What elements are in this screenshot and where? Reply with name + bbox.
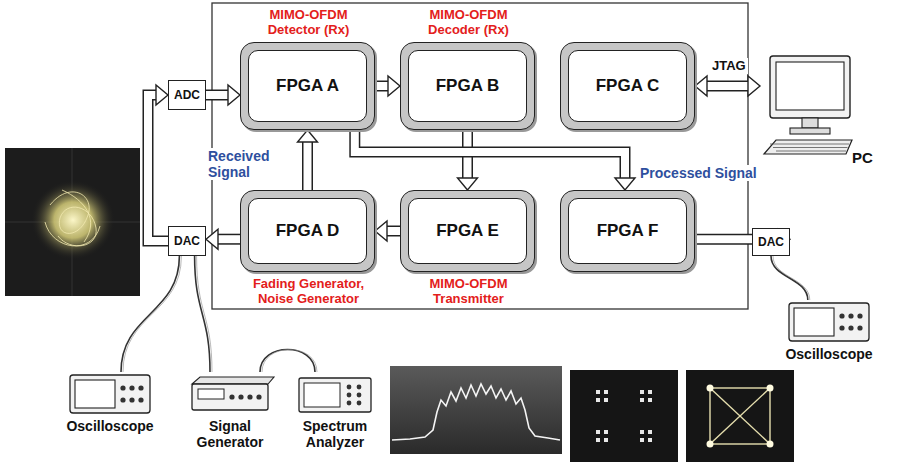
fpga-board: FPGA BMIMO-OFDM Decoder (Rx) [400,42,535,130]
instrument-node: Oscilloscope [776,300,882,380]
converter-box: DAC [752,228,790,256]
signal-arrow [458,130,478,190]
gen-icon [180,372,280,416]
signal-arrow [375,76,400,96]
spectrum-photo [390,366,562,454]
signal-arrow [148,85,168,241]
converter-name: DAC [174,234,200,248]
fpga-board: FPGA DFading Generator, Noise Generator [240,190,375,272]
board-frame [212,3,748,309]
fpga-face: FPGA E [408,198,527,264]
instrument-node: Oscilloscope [55,372,165,462]
fpga-board: FPGA C [560,42,695,130]
fpga-board: FPGA EMIMO-OFDM Transmitter [400,190,535,272]
function-label: Fading Generator, Noise Generator [243,276,375,306]
function-label: MIMO-OFDM Decoder (Rx) [413,7,525,37]
fpga-board: FPGA F [560,190,695,272]
instrument-label: Oscilloscope [55,418,165,434]
chip-name: FPGA C [596,76,660,96]
cable [771,256,810,300]
constellation-photo [570,370,678,462]
fpga-board: FPGA AMIMO-OFDM Detector (Rx) [240,42,375,130]
signal-arrow [375,221,400,241]
fpga-face: FPGA C [568,50,687,122]
signal-arrow [206,229,240,249]
signal-arrow [355,130,635,190]
signal-arrow [695,76,760,96]
qpsk-photo [686,370,794,462]
osc-icon [55,372,165,416]
chip-name: FPGA D [276,221,340,241]
signal-label: JTAG [710,58,748,74]
fpga-face: FPGA F [568,198,687,264]
instrument-label: Oscilloscope [776,346,882,362]
signal-label: Received Signal [206,148,290,180]
cable [260,350,317,373]
fpga-face: FPGA A [248,50,367,122]
converter-box: ADC [168,80,206,110]
converter-name: DAC [758,235,784,249]
signal-arrow [298,130,318,190]
chip-name: FPGA E [436,221,499,241]
chip-name: FPGA F [597,221,659,241]
fpga-face: FPGA B [408,50,527,122]
cable [195,256,212,372]
fpga-face: FPGA D [248,198,367,264]
instrument-label: Spectrum Analyzer [285,418,385,450]
instrument-label: Signal Generator [180,418,280,450]
converter-box: DAC [168,226,206,256]
function-label: MIMO-OFDM Transmitter [409,276,529,306]
pc-node: PC [760,50,885,178]
function-label: MIMO-OFDM Detector (Rx) [253,7,365,37]
chip-name: FPGA B [436,76,500,96]
fading-scope-photo [5,148,140,296]
osc-icon [776,300,882,344]
instrument-node: Signal Generator [180,372,280,462]
instrument-node: Spectrum Analyzer [285,372,385,462]
instrument-label: PC [852,150,873,166]
cable [121,256,181,372]
chip-name: FPGA A [276,76,339,96]
signal-arrow [206,85,240,105]
converter-name: ADC [174,88,200,102]
signal-label: Processed Signal [638,165,759,181]
spec-icon [285,372,385,416]
